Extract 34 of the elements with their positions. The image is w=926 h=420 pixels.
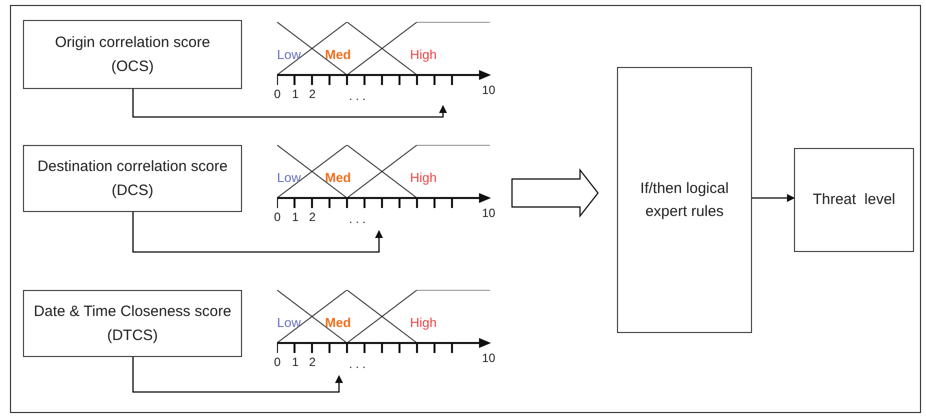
arrow [752,194,795,202]
fuzzy-set-label: Med [325,48,351,61]
axis-tick-label: 2 [309,211,316,223]
arrow [132,89,447,118]
process-box: Origin correlation score (OCS) [23,20,242,89]
axis-tick-label: . . . [349,213,366,225]
process-box: Date & Time Closeness score (DTCS) [23,290,242,357]
axis-tick-label: 2 [309,88,316,100]
fuzzy-set-label: Low [277,171,301,184]
fuzzy-set-label: Low [277,48,301,61]
axis-tick-label: 10 [482,84,496,96]
block-arrow [511,168,599,218]
fuzzy-set-label: Med [325,171,351,184]
fuzzy-set-label: Low [277,316,301,329]
arrow [132,357,343,393]
axis-tick-label: 1 [292,88,299,100]
fuzzy-set-label: High [410,48,437,61]
axis-tick-label: . . . [349,358,366,370]
fuzzy-set-label: High [410,171,437,184]
process-box: Destination correlation score (DCS) [23,145,242,212]
axis-tick-label: 0 [274,211,281,223]
axis-tick-label: 2 [309,356,316,368]
process-box: If/then logical expert rules [617,67,752,333]
fuzzy-set-label: High [410,316,437,329]
axis-tick-label: 0 [274,356,281,368]
process-box: Threat level [794,148,914,252]
fuzzy-set-label: Med [325,316,351,329]
arrow [132,212,383,253]
axis-tick-label: . . . [349,90,366,102]
axis-tick-label: 10 [482,207,496,219]
axis-tick-label: 1 [292,211,299,223]
axis-tick-label: 0 [274,88,281,100]
axis-tick-label: 10 [482,352,496,364]
axis-tick-label: 1 [292,356,299,368]
